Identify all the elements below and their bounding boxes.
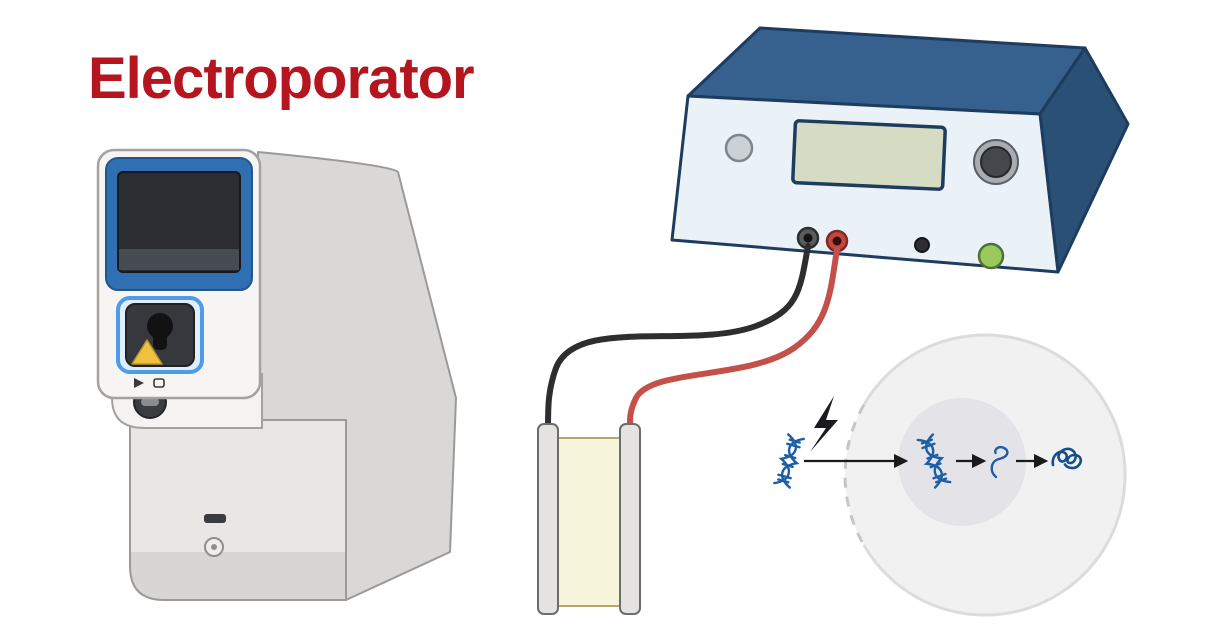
- cuvette-chamber: [557, 437, 621, 607]
- cell-membrane: [862, 333, 1127, 617]
- machine-base-skirt: [130, 552, 346, 600]
- pulse-start-button[interactable]: [977, 242, 1005, 270]
- machine-base-outline: [129, 419, 347, 601]
- warning-triangle-icon: [131, 339, 163, 365]
- output-port-positive-hole: [832, 236, 842, 246]
- screen-menu-strip: [119, 249, 239, 270]
- latch-slot: [141, 398, 159, 406]
- lcd-display: [791, 119, 947, 191]
- output-port-negative-hole: [803, 233, 813, 243]
- electroporation-power-supply: [670, 26, 1130, 274]
- cable-black: [545, 243, 811, 433]
- eject-glyph-icon: [134, 378, 144, 388]
- lightning-bolt-icon: [810, 396, 838, 452]
- square-glyph-icon: [153, 378, 165, 388]
- touchscreen[interactable]: [117, 171, 241, 273]
- usb-slot: [204, 514, 226, 523]
- cuvette-electrode-right: [619, 423, 641, 615]
- electroporation-cuvette: [537, 423, 641, 615]
- benchtop-electroporator: [96, 148, 457, 601]
- cell-with-nucleus: [773, 333, 1127, 617]
- dna-helix-icon-outside: [773, 433, 805, 489]
- cuvette-slot-channel: [153, 330, 167, 350]
- cable-red: [626, 246, 840, 433]
- cuvette-electrode-left: [537, 423, 559, 615]
- page-title: Electroporator: [88, 46, 474, 111]
- power-button-dot: [211, 544, 217, 550]
- cuvette-slot-hole: [147, 313, 173, 339]
- panel-round-button[interactable]: [724, 133, 754, 163]
- control-knob[interactable]: [980, 146, 1012, 178]
- small-black-button[interactable]: [914, 237, 930, 253]
